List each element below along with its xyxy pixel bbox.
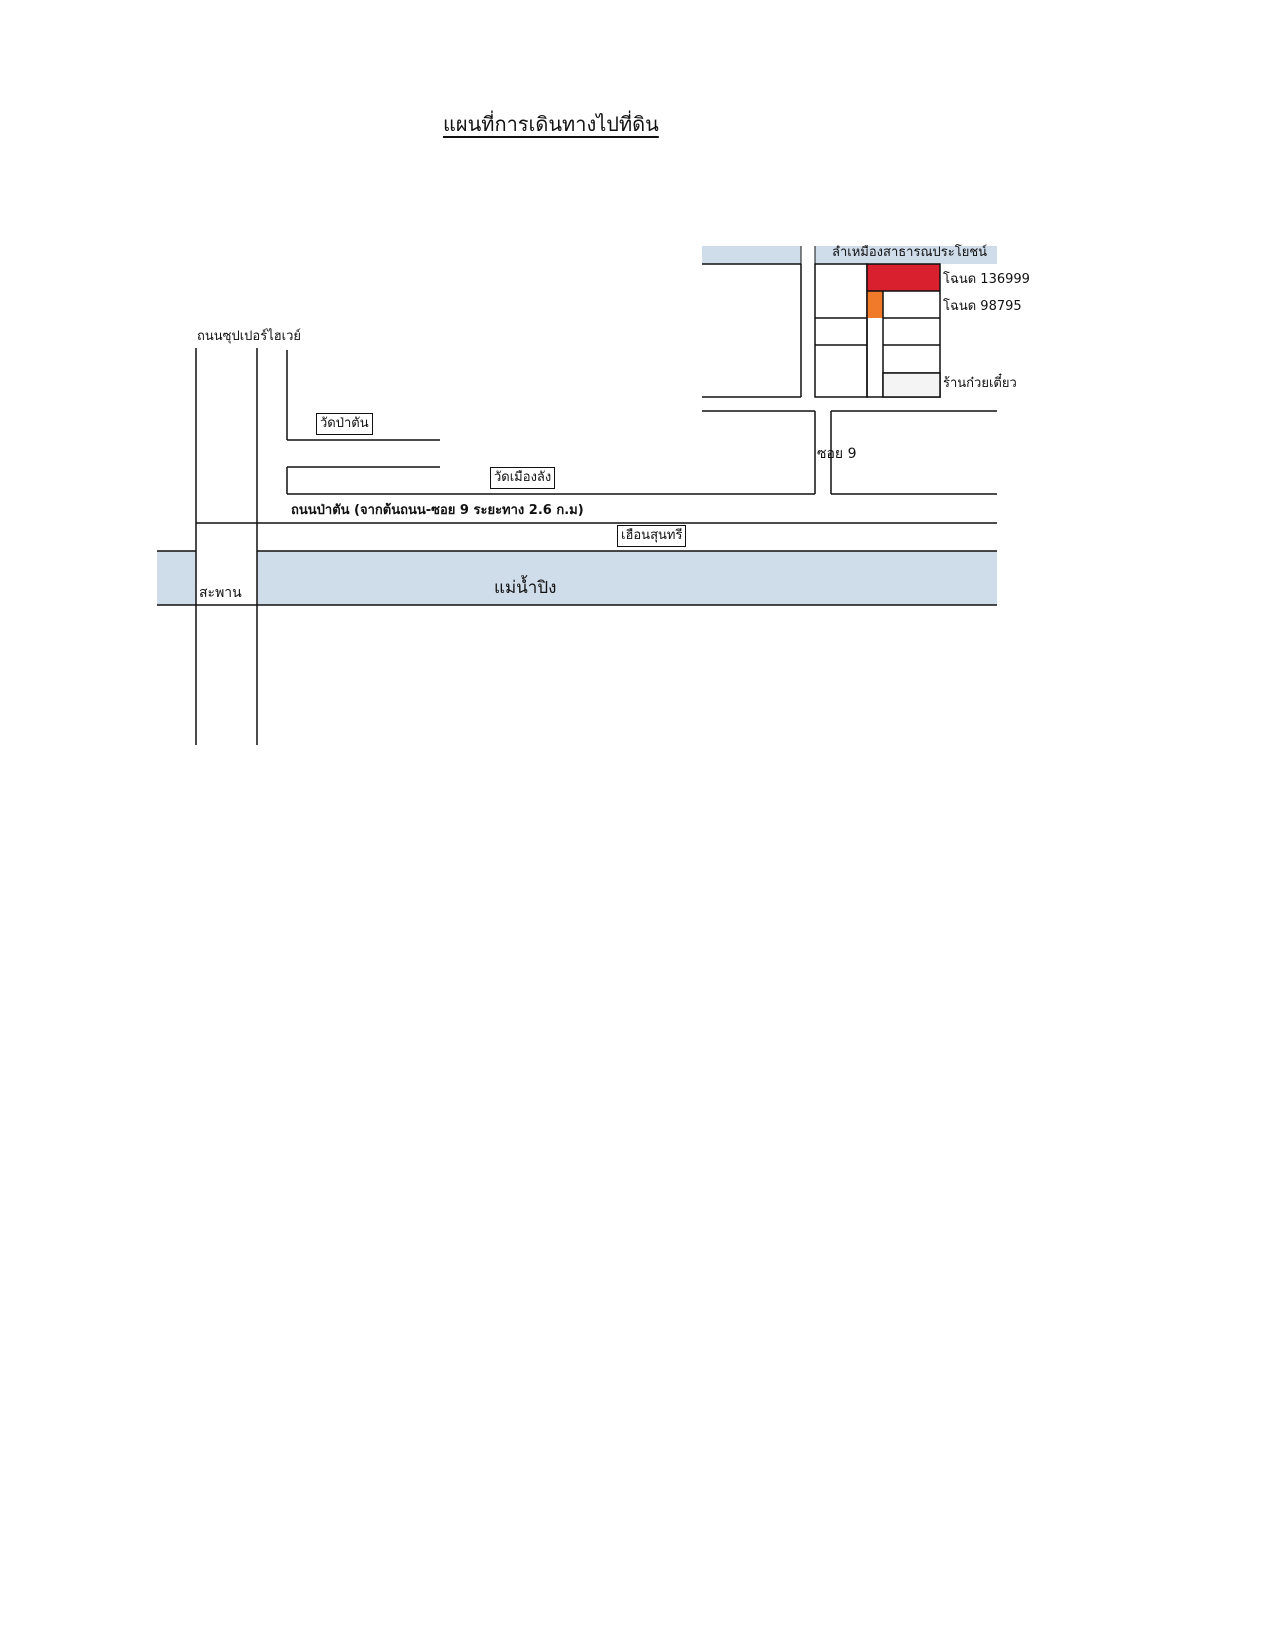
deed-136999-lot: [867, 264, 940, 291]
bridge-area: [196, 525, 257, 605]
deed-98795-label: โฉนด 98795: [943, 299, 1022, 314]
pa-tan-road-label: ถนนป่าตัน (จากต้นถนน-ซอย 9 ระยะทาง 2.6 ก…: [291, 503, 584, 518]
river-label: แม่น้ำปิง: [494, 578, 557, 598]
wat-pa-tan-label: วัดป่าตัน: [316, 413, 373, 435]
lot-grid: [814, 263, 868, 398]
canal-strip-left: [702, 246, 801, 264]
soi-9-label: ซอย 9: [817, 446, 857, 462]
superhighway-label: ถนนซุปเปอร์ไฮเวย์: [197, 329, 302, 344]
deed-98795-lot: [867, 291, 883, 318]
wat-mueang-lang-label: วัดเมืองลัง: [490, 467, 556, 489]
deed-136999-label: โฉนด 136999: [943, 272, 1030, 287]
river-area: [157, 551, 997, 605]
noodle-shop-lot: [882, 372, 941, 398]
canal-label: ลำเหมืองสาธารณประโยชน์: [832, 245, 988, 260]
noodle-shop-label: ร้านก๋วยเตี๋ยว: [943, 376, 1017, 391]
canal-strip-right: [815, 246, 997, 264]
map-title: แผนที่การเดินทางไปที่ดิน: [443, 112, 659, 136]
huean-sunthari-label: เฮือนสุนทรี: [617, 525, 687, 547]
bridge-label: สะพาน: [199, 585, 242, 601]
